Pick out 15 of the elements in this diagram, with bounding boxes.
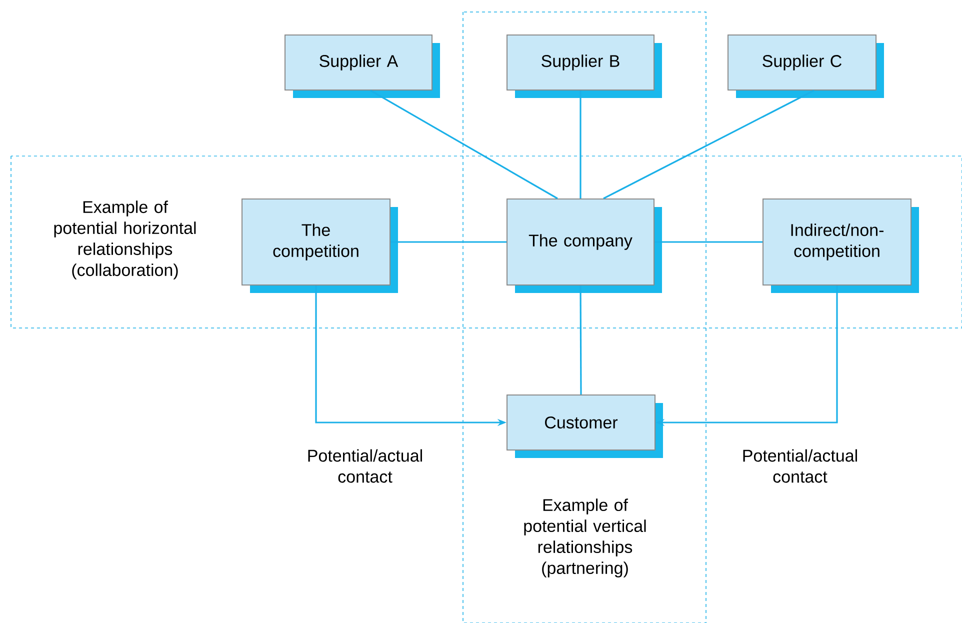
- region-caption: Example of potential horizontal relationships (collaboration): [54, 200, 196, 280]
- region-caption: Example of potential vertical relationships (partnering): [524, 498, 646, 578]
- shadowed-box: Supplier A: [284, 34, 440, 98]
- connector: [654, 241, 762, 243]
- shadowed-box: The competition: [242, 198, 398, 293]
- shadowed-box: Supplier C: [728, 34, 884, 98]
- shadowed-box: Customer: [506, 394, 663, 458]
- connector: [580, 90, 582, 198]
- shadowed-box: Indirect/non-competition: [762, 198, 919, 293]
- shadowed-box: The company: [506, 198, 662, 293]
- connector: [390, 241, 506, 243]
- shadowed-box: Supplier B: [506, 34, 662, 98]
- note: Potential/actual contact: [743, 449, 857, 483]
- connector: [580, 286, 582, 394]
- note: Potential/actual contact: [308, 449, 422, 483]
